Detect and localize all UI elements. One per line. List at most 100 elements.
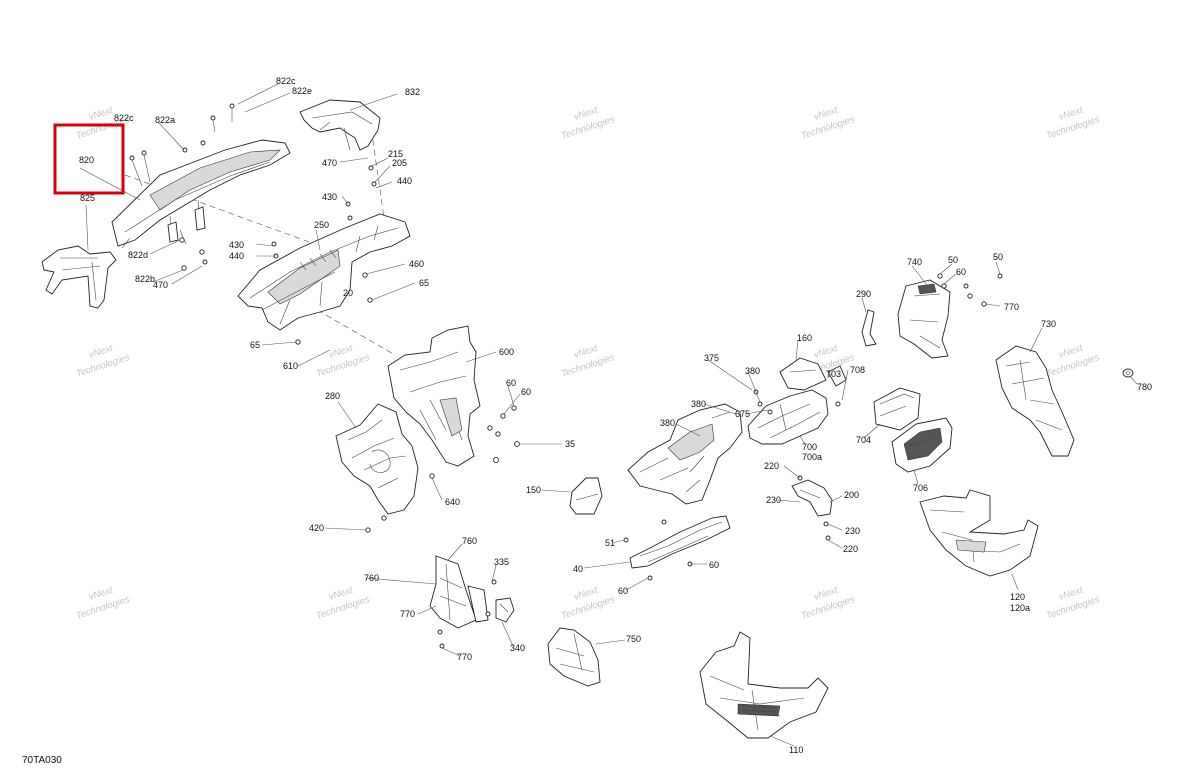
part-740-column-cover[interactable]: [897, 279, 951, 359]
callout[interactable]: 770: [457, 652, 472, 662]
assembly-axis-lines: [124, 119, 396, 356]
callout[interactable]: 380: [745, 366, 760, 376]
callout[interactable]: 640: [445, 497, 460, 507]
callout[interactable]: 60: [709, 560, 719, 570]
part-150-cover[interactable]: [569, 477, 603, 515]
callout[interactable]: 50: [948, 255, 958, 265]
callout[interactable]: 120: [1010, 592, 1025, 602]
part-700-dashboard[interactable]: [747, 389, 829, 445]
part-825-bumper-bracket[interactable]: [41, 245, 117, 309]
callout[interactable]: 380: [691, 399, 706, 409]
callout[interactable]: 700: [802, 442, 817, 452]
callout[interactable]: 822c: [276, 76, 296, 86]
part-730-rear-panel[interactable]: [995, 345, 1075, 457]
part-40-step-bar[interactable]: [623, 515, 731, 581]
part-160-cover[interactable]: [779, 357, 847, 407]
part-200-deflector[interactable]: [791, 475, 833, 541]
part-832-upper-bracket[interactable]: [299, 99, 381, 151]
callout[interactable]: 60: [506, 378, 516, 388]
callout[interactable]: 340: [510, 643, 525, 653]
callout[interactable]: 20: [343, 288, 353, 298]
callout[interactable]: 610: [283, 361, 298, 371]
callout[interactable]: 160: [797, 333, 812, 343]
callout[interactable]: 220: [764, 461, 779, 471]
callout[interactable]: 770: [1004, 302, 1019, 312]
callout[interactable]: 470: [153, 280, 168, 290]
callout[interactable]: 65: [250, 340, 260, 350]
callout[interactable]: 822a: [155, 115, 175, 125]
callout[interactable]: 706: [913, 483, 928, 493]
part-600-front-cover[interactable]: [387, 325, 481, 467]
callout[interactable]: 780: [1137, 382, 1152, 392]
callout[interactable]: 703: [826, 369, 841, 379]
part-750-fender-liner[interactable]: [547, 627, 601, 687]
callout[interactable]: 40: [573, 564, 583, 574]
callout[interactable]: 740: [907, 257, 922, 267]
callout[interactable]: 230: [845, 526, 860, 536]
callout[interactable]: 430: [229, 240, 244, 250]
callout[interactable]: 50: [993, 252, 1003, 262]
callout[interactable]: 60: [618, 586, 628, 596]
callout[interactable]: 440: [397, 176, 412, 186]
part-704-gauge-housing[interactable]: [873, 387, 921, 431]
part-820-front-rack[interactable]: [111, 139, 291, 249]
callout[interactable]: 760: [364, 573, 379, 583]
callout[interactable]: 200: [844, 490, 859, 500]
callout[interactable]: 51: [605, 538, 615, 548]
figure-code: 70TA030: [22, 755, 62, 766]
callout[interactable]: 205: [392, 158, 407, 168]
callout[interactable]: 822d: [128, 250, 148, 260]
part-120-rear-footwell[interactable]: [919, 489, 1039, 577]
callout[interactable]: 832: [405, 87, 420, 97]
callout[interactable]: 150: [526, 485, 541, 495]
callout[interactable]: 822c: [114, 113, 134, 123]
callout[interactable]: 280: [325, 391, 340, 401]
callout[interactable]: 700a: [802, 452, 822, 462]
callout[interactable]: 440: [229, 251, 244, 261]
callout[interactable]: 750: [626, 634, 641, 644]
callout[interactable]: 708: [850, 365, 865, 375]
callout[interactable]: 770: [400, 609, 415, 619]
callout[interactable]: 250: [314, 220, 329, 230]
part-706-instrument-cluster[interactable]: [891, 417, 953, 473]
part-780-grommet[interactable]: [1122, 368, 1134, 378]
part-340-bracket[interactable]: [437, 579, 515, 649]
callout[interactable]: 760: [462, 536, 477, 546]
callout[interactable]: 120a: [1010, 603, 1030, 613]
callout[interactable]: 470: [322, 158, 337, 168]
callout[interactable]: 730: [1041, 319, 1056, 329]
part-280-side-panel[interactable]: [335, 403, 419, 515]
callout[interactable]: 822b: [135, 274, 155, 284]
callout[interactable]: 460: [409, 259, 424, 269]
callout-820-highlight-box: [53, 123, 125, 195]
part-380-center-console[interactable]: [627, 403, 743, 505]
part-760-side-guard[interactable]: [429, 555, 489, 629]
callout[interactable]: 60: [521, 387, 531, 397]
part-250-front-fascia[interactable]: [237, 213, 411, 331]
callout[interactable]: 600: [499, 347, 514, 357]
callout[interactable]: 290: [856, 289, 871, 299]
callout[interactable]: 380: [660, 418, 675, 428]
callout[interactable]: 825: [80, 193, 95, 203]
callout[interactable]: 375: [704, 353, 719, 363]
callout[interactable]: 230: [766, 495, 781, 505]
callout[interactable]: 704: [856, 435, 871, 445]
callout[interactable]: 335: [494, 557, 509, 567]
callout[interactable]: 60: [956, 267, 966, 277]
callout[interactable]: 220: [843, 544, 858, 554]
part-110-footwell[interactable]: [699, 631, 829, 739]
callout[interactable]: 822e: [292, 86, 312, 96]
callout[interactable]: 420: [309, 523, 324, 533]
callout[interactable]: 215: [388, 149, 403, 159]
callout[interactable]: 35: [565, 439, 575, 449]
callout[interactable]: 110: [789, 745, 803, 755]
callout-820-highlighted[interactable]: 820: [79, 155, 94, 165]
part-290-latch[interactable]: [861, 309, 877, 347]
callout[interactable]: 430: [322, 192, 337, 202]
callout[interactable]: 675: [735, 409, 750, 419]
callout[interactable]: 65: [419, 278, 429, 288]
